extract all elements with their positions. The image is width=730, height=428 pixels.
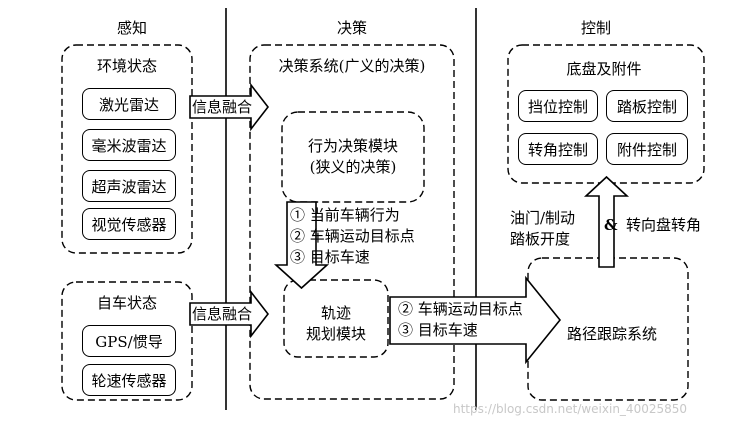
fusion-arrow-bottom: [189, 289, 270, 339]
sensor-ultrasonic-radar-label: 超声波雷达: [91, 177, 167, 196]
column-header-perception: 感知: [116, 19, 148, 37]
planning-module-title: 轨迹: [320, 304, 352, 322]
fusion-arrow-top: [189, 82, 270, 132]
column-header-control: 控制: [580, 19, 612, 37]
pedal-control-label: 踏板控制: [616, 97, 677, 116]
sensor-wheel-speed: 轮速传感器: [82, 364, 176, 396]
planning-to-tracking-arrow: [389, 275, 562, 365]
behavior-to-planning-arrow: [273, 201, 330, 290]
column-header-decision: 决策: [336, 19, 368, 37]
fusion-label-bottom: 信息融合: [192, 305, 253, 323]
behavior-output-target-point: ② 车辆运动目标点: [290, 227, 415, 245]
steering-angle-control-label: 转角控制: [527, 140, 588, 159]
feedback-ampersand: &: [604, 216, 618, 234]
pedal-control-box: 踏板控制: [606, 90, 688, 122]
decision-system-title: 决策系统(广义的决策): [278, 57, 426, 75]
steering-angle-control-box: 转角控制: [518, 133, 598, 165]
accessory-control-box: 附件控制: [606, 133, 688, 165]
feedback-throttle-brake-label: 油门/制动: [510, 209, 576, 227]
env-state-title: 环境状态: [96, 57, 158, 75]
sensor-mmwave-radar: 毫米波雷达: [82, 129, 176, 161]
gear-control-box: 挡位控制: [518, 90, 598, 122]
planning-module-box: [283, 279, 389, 358]
path-tracking-system-label: 路径跟踪系统: [566, 325, 658, 343]
sensor-mmwave-radar-label: 毫米波雷达: [91, 136, 167, 155]
gear-control-label: 挡位控制: [527, 97, 588, 116]
decision-system-group: [249, 44, 455, 400]
planning-output-target-speed: ③ 目标车速: [398, 321, 478, 339]
planning-module-subtitle: 规划模块: [305, 325, 367, 343]
sensor-lidar-label: 激光雷达: [98, 95, 159, 114]
watermark: https://blog.csdn.net/weixin_40025850: [453, 402, 688, 416]
behavior-module-subtitle: (狭义的决策): [309, 158, 397, 176]
feedback-steering-wheel-angle-label: 转向盘转角: [626, 216, 702, 234]
sensor-lidar: 激光雷达: [82, 88, 176, 120]
ego-state-title: 自车状态: [96, 294, 158, 312]
ego-state-group: [61, 281, 193, 401]
behavior-module-box: [281, 111, 425, 203]
behavior-module-title: 行为决策模块: [307, 137, 399, 155]
feedback-pedal-opening-label: 踏板开度: [510, 230, 571, 248]
behavior-output-target-speed: ③ 目标车速: [290, 248, 370, 266]
sensor-wheel-speed-label: 轮速传感器: [91, 371, 167, 390]
env-state-group: [61, 44, 193, 254]
sensor-gps-ins: GPS/惯导: [82, 325, 176, 357]
accessory-control-label: 附件控制: [616, 140, 677, 159]
sensor-gps-ins-label: GPS/惯导: [95, 332, 163, 351]
planning-output-target-point: ② 车辆运动目标点: [398, 300, 523, 318]
behavior-output-current-behavior: ① 当前车辆行为: [290, 206, 400, 224]
tracking-to-chassis-arrow: [583, 175, 630, 268]
chassis-group: [507, 44, 705, 184]
sensor-vision: 视觉传感器: [82, 208, 176, 240]
sensor-ultrasonic-radar: 超声波雷达: [82, 170, 176, 202]
sensor-vision-label: 视觉传感器: [91, 215, 167, 234]
chassis-title: 底盘及附件: [566, 60, 642, 78]
fusion-label-top: 信息融合: [192, 98, 253, 116]
